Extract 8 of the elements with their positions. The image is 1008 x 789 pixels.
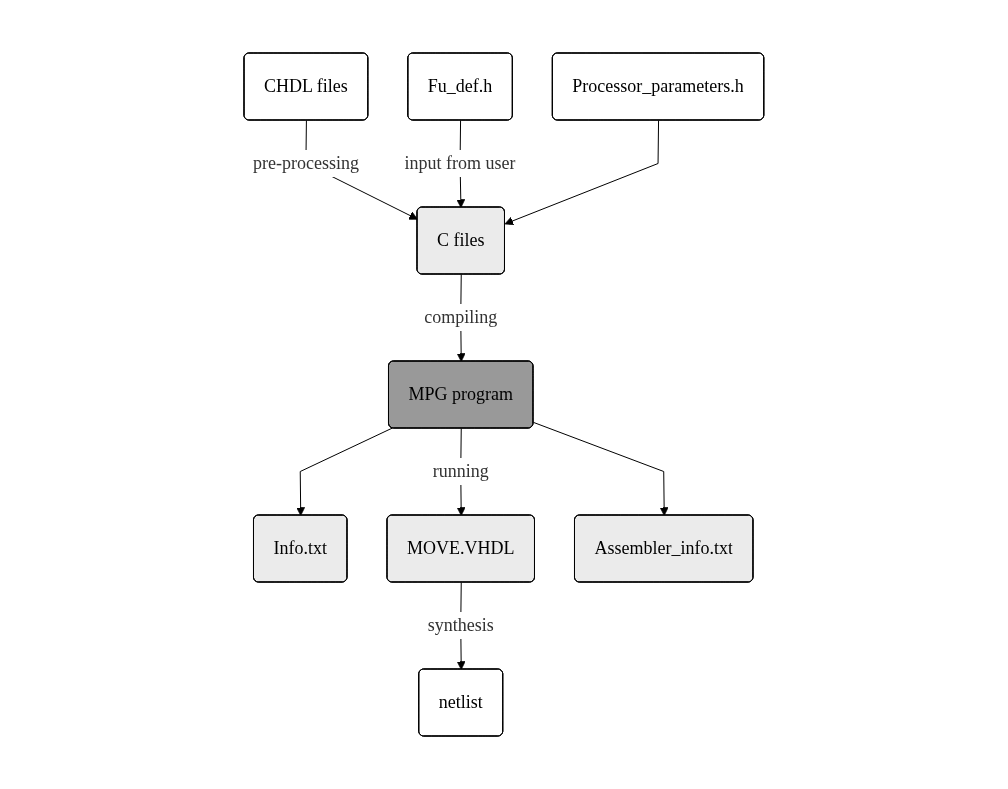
arrow xyxy=(533,421,669,516)
arrow xyxy=(504,120,660,226)
edge-label: pre-processing xyxy=(253,153,360,173)
edge-label: synthesis xyxy=(427,615,494,635)
arrow xyxy=(296,427,393,516)
edge-label: running xyxy=(432,461,489,481)
edge-label: input from user xyxy=(404,153,516,173)
edge-label: compiling xyxy=(424,307,498,327)
